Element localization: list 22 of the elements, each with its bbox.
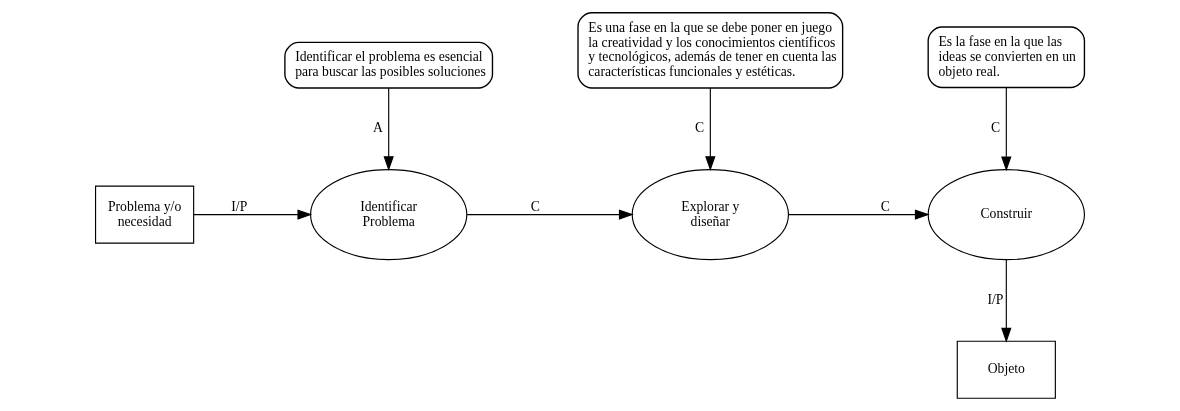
node-box: Problema y/o necesidad xyxy=(95,185,195,244)
edge-label: C xyxy=(694,120,705,136)
arrow xyxy=(705,87,716,172)
edge-label: A xyxy=(372,120,383,136)
node-box: Es una fase en la que se debe poner en juego la creatividad y los conocimientos científicos y tecnológicos, además de tener en cuenta las características funcionales y estéticas. xyxy=(577,12,844,89)
edge-label: C xyxy=(880,198,890,214)
node-box: Es la fase en la que las ideas se convierten en un objeto real. xyxy=(927,26,1086,89)
arrow xyxy=(466,209,634,220)
node-box: Objeto xyxy=(956,340,1056,399)
arrow xyxy=(383,87,394,172)
node-box: Identificar el problema es esencial para buscar las posibles soluciones xyxy=(284,41,494,89)
node-ellipse: Explorar y diseñar xyxy=(631,169,790,261)
arrow xyxy=(193,209,313,220)
edge-label: C xyxy=(530,198,540,214)
edge-label: I/P xyxy=(231,198,248,214)
node-ellipse: Identificar Problema xyxy=(310,169,468,261)
edge-label: C xyxy=(990,120,1001,136)
edge-label: I/P xyxy=(987,291,1004,307)
arrow xyxy=(1001,259,1012,343)
arrow xyxy=(788,209,930,220)
node-ellipse: Construir xyxy=(927,169,1085,261)
arrow xyxy=(1001,87,1012,172)
